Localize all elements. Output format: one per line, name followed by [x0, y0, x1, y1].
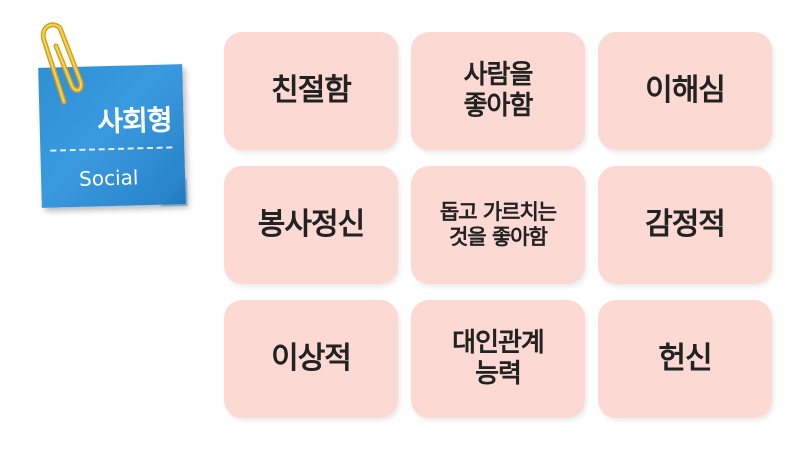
- trait-card: 감정적: [598, 166, 772, 284]
- trait-card: 헌신: [598, 300, 772, 418]
- trait-card: 대인관계 능력: [411, 300, 585, 418]
- trait-card: 봉사정신: [224, 166, 398, 284]
- trait-label: 이해심: [645, 73, 726, 109]
- trait-card: 사람을 좋아함: [411, 32, 585, 150]
- trait-card: 이해심: [598, 32, 772, 150]
- trait-card: 친절함: [224, 32, 398, 150]
- trait-label: 봉사정신: [257, 207, 365, 243]
- paperclip-icon: [40, 22, 84, 105]
- trait-label: 돕고 가르치는 것을 좋아함: [439, 200, 557, 249]
- trait-label: 감정적: [645, 207, 726, 243]
- trait-label: 이상적: [271, 341, 352, 377]
- note-divider: [50, 146, 173, 152]
- trait-label: 대인관계 능력: [452, 328, 545, 389]
- trait-grid: 친절함 사람을 좋아함 이해심 봉사정신 돕고 가르치는 것을 좋아함 감정적 …: [224, 32, 774, 418]
- trait-card: 돕고 가르치는 것을 좋아함: [411, 166, 585, 284]
- trait-label: 친절함: [271, 73, 352, 109]
- trait-card: 이상적: [224, 300, 398, 418]
- trait-label: 사람을 좋아함: [463, 60, 534, 121]
- note-subtitle: Social: [78, 165, 139, 191]
- trait-label: 헌신: [658, 341, 712, 377]
